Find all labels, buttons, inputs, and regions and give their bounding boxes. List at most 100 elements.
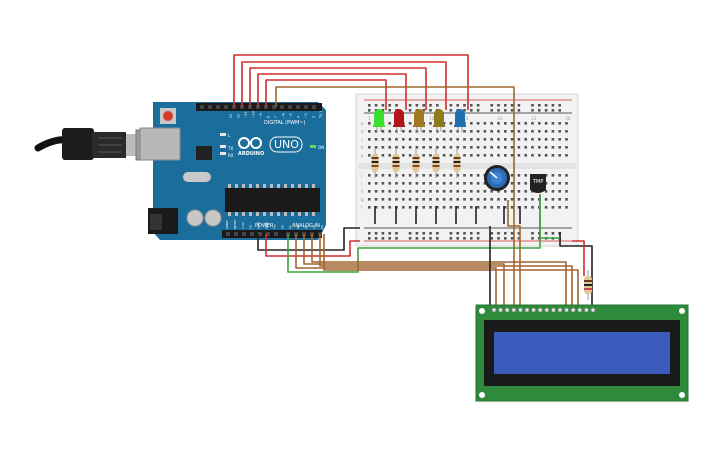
- breadboard-hole: [531, 109, 534, 112]
- breadboard-hole: [510, 104, 514, 107]
- breadboard-hole: [531, 154, 534, 157]
- arduino-uno-board[interactable]: UNO ARDUINO DIGITAL (PWM~) POWER ANALOG …: [139, 102, 331, 240]
- breadboard-hole: [476, 146, 480, 149]
- breadboard-hole: [463, 182, 466, 185]
- breadboard-hole: [551, 154, 555, 157]
- breadboard-hole: [381, 130, 385, 133]
- breadboard-hole: [524, 174, 527, 177]
- breadboard-hole: [388, 190, 391, 193]
- arduino-logo-text: UNO: [274, 138, 299, 151]
- breadboard-hole: [442, 190, 446, 193]
- breadboard-hole: [517, 190, 521, 193]
- lcd-screen: [494, 332, 670, 374]
- breadboard-hole: [368, 206, 371, 209]
- breadboard-hole: [388, 237, 391, 240]
- wire-5v: [265, 234, 360, 257]
- potentiometer[interactable]: [484, 165, 510, 191]
- breadboard-hole: [449, 237, 453, 240]
- breadboard-hole: [470, 138, 473, 141]
- breadboard-hole: [402, 146, 405, 149]
- breadboard-hole: [408, 198, 412, 201]
- led: [454, 109, 466, 132]
- breadboard-hole: [490, 104, 493, 107]
- resistor: [432, 148, 440, 178]
- breadboard-hole: [422, 138, 425, 141]
- breadboard-col-label: 10: [429, 116, 435, 121]
- breadboard-hole: [510, 232, 514, 235]
- breadboard-hole: [504, 232, 507, 235]
- breadboard-hole: [463, 109, 466, 112]
- breadboard-hole: [504, 146, 507, 149]
- breadboard-hole: [517, 109, 521, 112]
- led: [433, 109, 445, 132]
- breadboard-hole: [388, 138, 391, 141]
- power-pin-label: A2: [296, 225, 300, 229]
- breadboard-hole: [476, 232, 480, 235]
- breadboard-hole: [517, 154, 521, 157]
- breadboard-hole: [538, 138, 541, 141]
- breadboard-hole: [504, 122, 507, 125]
- breadboard-hole: [504, 237, 507, 240]
- breadboard-hole: [388, 130, 391, 133]
- breadboard-hole: [463, 146, 466, 149]
- arduino-brand-text: ARDUINO: [238, 151, 264, 157]
- breadboard-hole: [558, 122, 561, 125]
- breadboard-hole: [408, 154, 412, 157]
- breadboard-hole: [490, 122, 493, 125]
- breadboard-hole: [483, 154, 487, 157]
- resistor: [453, 148, 461, 178]
- breadboard-row-label: f: [361, 205, 363, 210]
- breadboard-hole: [402, 130, 405, 133]
- power-pin-label: GND: [257, 221, 261, 229]
- breadboard-hole: [497, 190, 500, 193]
- breadboard-hole: [510, 154, 514, 157]
- digital-pin-label: ~3: [304, 113, 308, 118]
- breadboard-hole: [436, 232, 439, 235]
- lcd-pin: [504, 307, 510, 313]
- breadboard-hole: [497, 232, 500, 235]
- breadboard-hole: [510, 237, 514, 240]
- breadboard-hole: [442, 206, 446, 209]
- breadboard-hole: [429, 122, 432, 125]
- breadboard-hole: [388, 182, 391, 185]
- breadboard-hole: [402, 138, 405, 141]
- breadboard[interactable]: abcdefghij151015202530: [355, 93, 579, 247]
- breadboard-hole: [374, 182, 378, 185]
- breadboard-hole: [374, 146, 378, 149]
- wire-pin10: [257, 73, 407, 110]
- breadboard-hole: [368, 138, 371, 141]
- led: [413, 109, 425, 132]
- breadboard-hole: [470, 109, 473, 112]
- breadboard-hole: [544, 206, 548, 209]
- breadboard-hole: [490, 237, 493, 240]
- lcd-pin: [498, 307, 503, 313]
- breadboard-hole: [422, 198, 425, 201]
- breadboard-hole: [422, 109, 425, 112]
- breadboard-hole: [544, 198, 548, 201]
- breadboard-hole: [381, 109, 385, 112]
- breadboard-hole: [490, 232, 493, 235]
- breadboard-hole: [551, 174, 555, 177]
- breadboard-hole: [497, 104, 500, 107]
- lcd-pin: [518, 307, 523, 313]
- reset-button[interactable]: [163, 111, 173, 121]
- breadboard-hole: [442, 174, 446, 177]
- breadboard-hole: [524, 122, 527, 125]
- breadboard-hole: [388, 154, 391, 157]
- breadboard-hole: [415, 198, 419, 201]
- breadboard-hole: [524, 190, 527, 193]
- breadboard-hole: [408, 174, 412, 177]
- lcd-pin: [557, 307, 563, 313]
- breadboard-hole: [558, 174, 561, 177]
- power-analog-header[interactable]: [222, 230, 322, 238]
- breadboard-hole: [531, 138, 534, 141]
- breadboard-hole: [395, 190, 398, 193]
- resistor: [412, 148, 420, 178]
- breadboard-hole: [517, 237, 521, 240]
- breadboard-hole: [368, 146, 371, 149]
- breadboard-hole: [531, 232, 534, 235]
- breadboard-hole: [565, 206, 568, 209]
- breadboard-hole: [544, 146, 548, 149]
